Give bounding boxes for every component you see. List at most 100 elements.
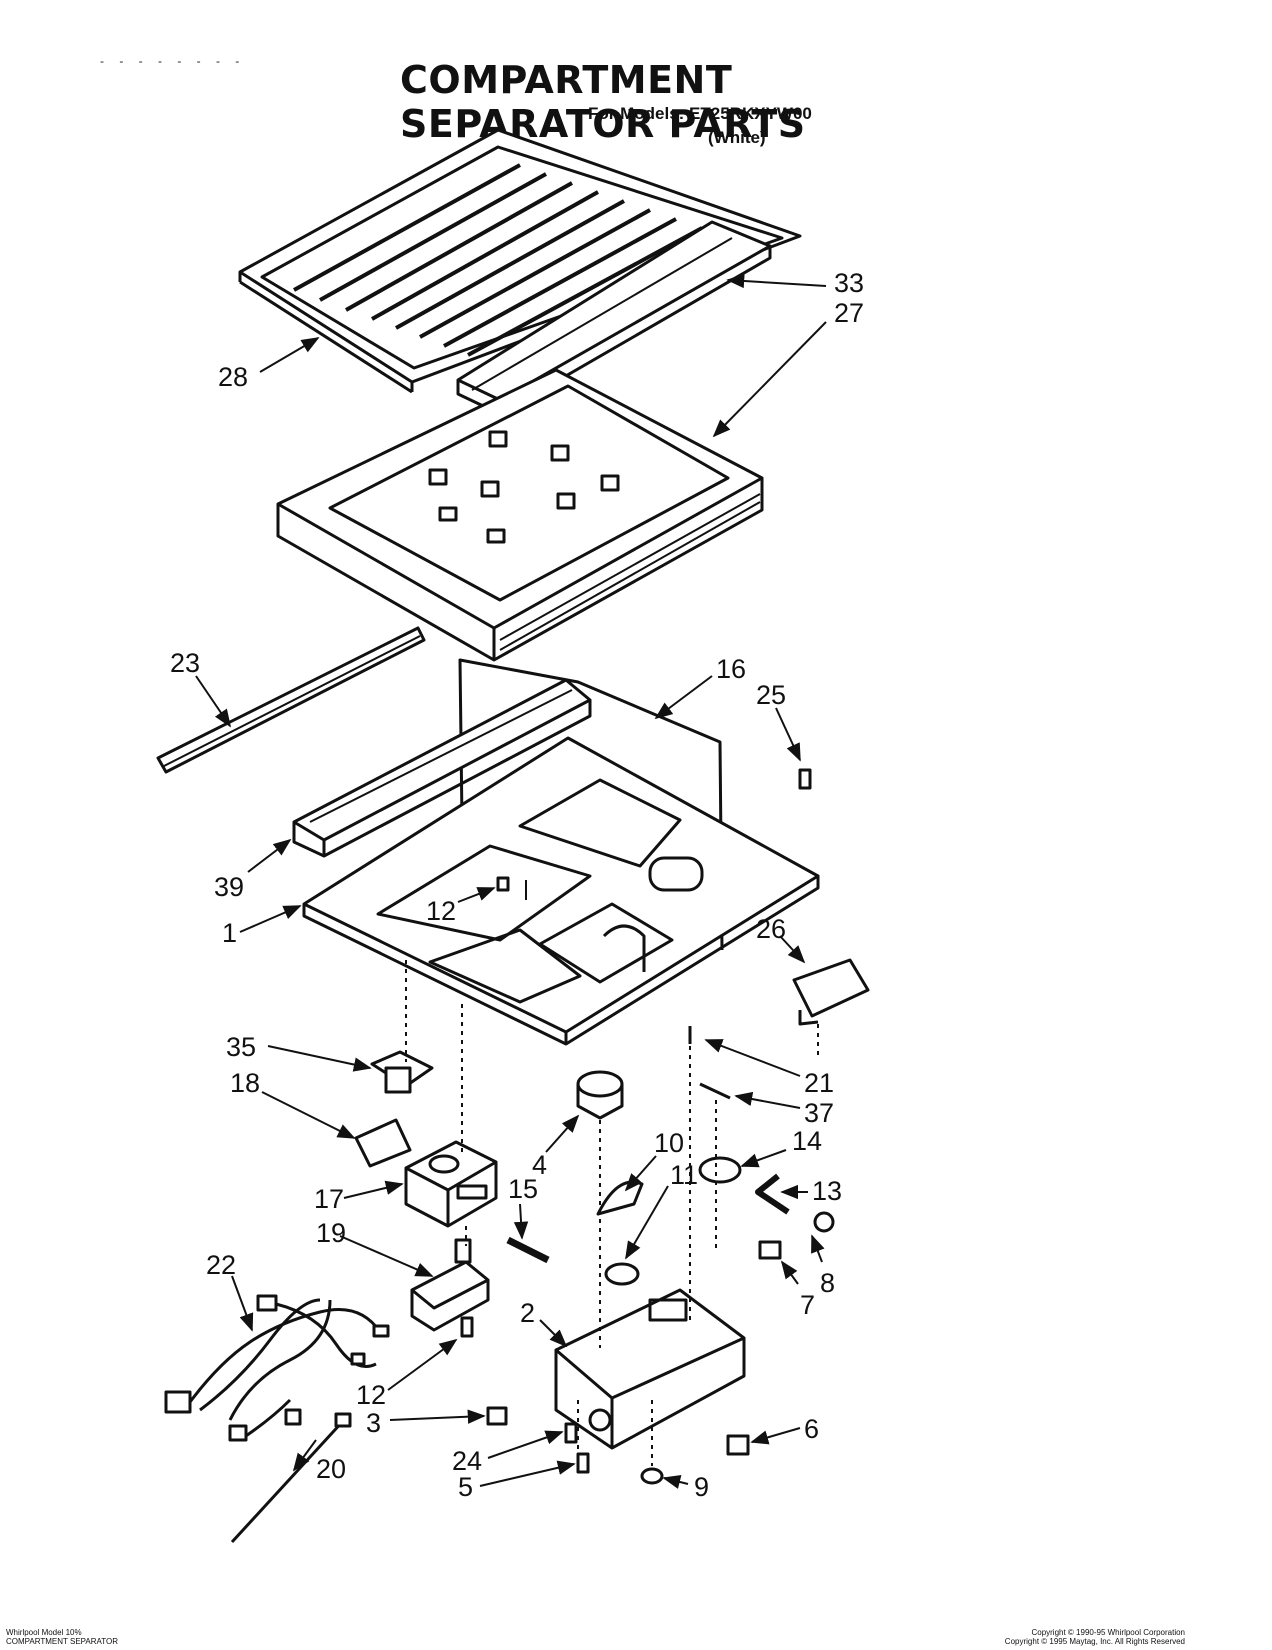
callout-33: 33	[834, 268, 864, 298]
leader-14	[740, 1149, 787, 1168]
callout-6: 6	[804, 1414, 819, 1444]
callout-25: 25	[756, 680, 786, 710]
model-number: For Models: ET25RKXYW00	[588, 104, 812, 123]
callout-12-upper: 12	[426, 896, 456, 926]
leader-2	[539, 1319, 568, 1348]
callout-19: 19	[316, 1218, 346, 1248]
callout-8: 8	[820, 1268, 835, 1298]
leader-5	[479, 1460, 576, 1487]
leader-17	[343, 1180, 404, 1199]
callout-24: 24	[452, 1446, 482, 1476]
channel-part-39	[292, 678, 592, 858]
leader-3	[389, 1409, 486, 1424]
shelf-grille-part-28	[238, 128, 802, 394]
callout-11: 11	[670, 1160, 698, 1190]
leader-7	[780, 1260, 799, 1285]
heater-wire-part-16	[458, 658, 724, 951]
callout-3: 3	[366, 1408, 381, 1438]
screw-part-25	[798, 768, 812, 790]
wiring-harness-part-22	[164, 1294, 390, 1442]
knob-part-4	[576, 1070, 624, 1120]
footer-right-line1: Copyright © 1990-95 Whirlpool Corporatio…	[1031, 1628, 1185, 1637]
clip-part-13	[755, 1173, 790, 1215]
bracket-part-6	[726, 1434, 750, 1456]
page-title: COMPARTMENT SEPARATOR PARTS	[400, 58, 806, 146]
footer-left: Whirlpool Model 10% COMPARTMENT SEPARATO…	[6, 1628, 118, 1646]
footer-left-line1: Whirlpool Model 10%	[6, 1628, 82, 1637]
scan-marks: - - - - - - - -	[100, 54, 246, 68]
ring-part-8	[813, 1211, 835, 1233]
callout-27: 27	[834, 298, 864, 328]
callout-15: 15	[508, 1174, 538, 1204]
callout-23: 23	[170, 648, 200, 678]
grommet-part-11	[604, 1262, 640, 1286]
cover-part-26	[792, 958, 870, 1026]
callout-12-lower: 12	[356, 1380, 386, 1410]
callout-22: 22	[206, 1250, 236, 1280]
callout-1: 1	[222, 918, 237, 948]
leader-25	[775, 707, 801, 762]
bracket-part-3	[486, 1406, 508, 1426]
screw-part-24	[564, 1422, 578, 1444]
callout-20: 20	[316, 1454, 346, 1484]
bracket-part-19	[410, 1238, 490, 1332]
gear-part-14	[698, 1156, 742, 1184]
screw-part-5	[576, 1452, 590, 1474]
control-housing-part-17	[404, 1140, 498, 1228]
leader-33	[726, 273, 827, 289]
leader-6	[750, 1427, 801, 1445]
leader-16	[654, 675, 713, 720]
callout-2: 2	[520, 1298, 535, 1328]
leader-18	[261, 1091, 356, 1139]
plate-part-18	[354, 1118, 412, 1168]
callout-35: 35	[226, 1032, 256, 1062]
leader-39	[247, 838, 292, 873]
leader-22	[231, 1275, 254, 1332]
separator-frame-part-27	[276, 368, 764, 662]
callout-9: 9	[694, 1472, 709, 1502]
leader-12a	[457, 887, 496, 903]
housing-part-2	[554, 1288, 746, 1450]
leader-12b	[387, 1338, 458, 1391]
leader-19	[339, 1235, 434, 1277]
footer-right-line2: Copyright © 1995 Maytag, Inc. All Rights…	[1004, 1637, 1185, 1646]
callout-18: 18	[230, 1068, 260, 1098]
model-color: (White)	[708, 128, 766, 147]
separator-panel-part-1	[302, 736, 820, 1046]
leader-10	[624, 1155, 657, 1192]
callout-28: 28	[218, 362, 248, 392]
callout-5: 5	[458, 1472, 473, 1502]
leader-37	[734, 1091, 801, 1109]
tube-part-15	[506, 1236, 550, 1264]
spring-part-37	[699, 1082, 731, 1100]
leader-1	[239, 905, 302, 933]
callout-26: 26	[756, 914, 786, 944]
leader-15	[513, 1203, 529, 1240]
footer-copyright: Copyright © 1990-95 Whirlpool Corporatio…	[985, 1628, 1185, 1646]
motor-part-7	[758, 1240, 782, 1260]
callout-13: 13	[812, 1176, 842, 1206]
leader-35	[267, 1045, 372, 1072]
washer-part-9	[640, 1467, 664, 1485]
callout-4: 4	[532, 1150, 547, 1180]
callout-16: 16	[716, 654, 746, 684]
callout-7: 7	[800, 1290, 815, 1320]
callout-37: 37	[804, 1098, 834, 1128]
callout-10: 10	[654, 1128, 684, 1158]
bracket-part-35	[370, 1050, 434, 1094]
leader-24	[487, 1430, 564, 1459]
leader-9	[662, 1474, 689, 1489]
leader-28	[259, 337, 320, 373]
leader-27	[712, 321, 827, 438]
leader-23	[195, 675, 232, 728]
rod-part-23	[156, 626, 426, 774]
callout-21: 21	[804, 1068, 834, 1098]
callout-14: 14	[792, 1126, 822, 1156]
footer-left-line2: COMPARTMENT SEPARATOR	[6, 1637, 119, 1646]
ground-wire-part-20	[230, 1412, 352, 1544]
leader-26	[779, 935, 806, 964]
leader-11	[625, 1185, 669, 1260]
callout-17: 17	[314, 1184, 344, 1214]
leader-8	[811, 1234, 825, 1263]
